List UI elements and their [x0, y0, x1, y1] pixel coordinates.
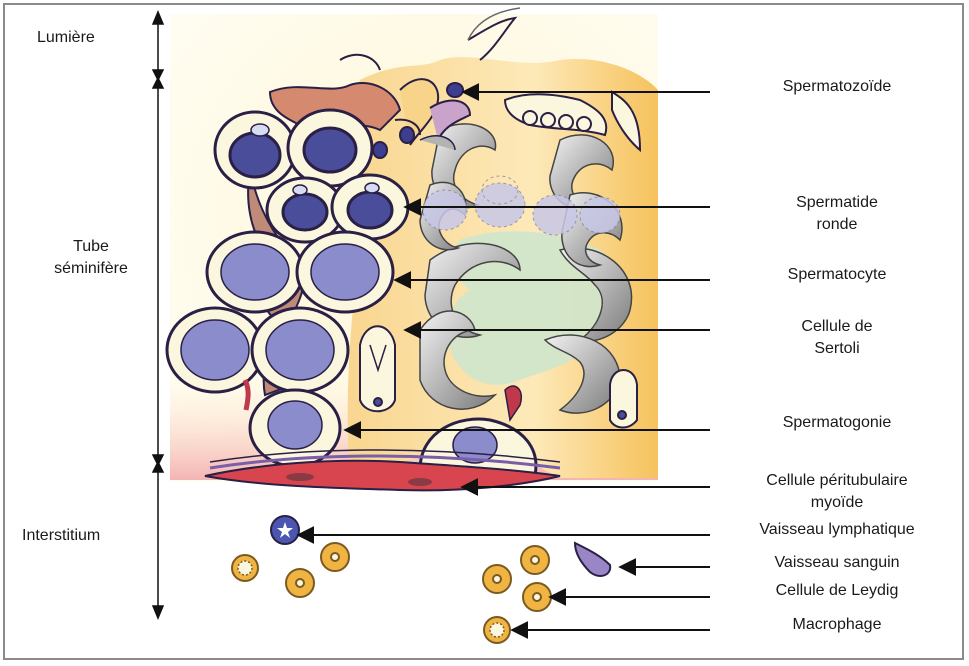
label-macrophage: Macrophage [722, 614, 952, 636]
region-label-lumen: Lumière [37, 27, 95, 49]
region-axis [153, 12, 163, 618]
peritubular-layer [205, 450, 560, 490]
leydig-cells [286, 543, 551, 611]
lymphatic-vessel [271, 516, 299, 544]
label-leydig: Cellule de Leydig [722, 580, 952, 602]
label-blood-vessel: Vaisseau sanguin [722, 552, 952, 574]
blood-vessel [575, 543, 610, 576]
label-spermatogonia: Spermatogonie [722, 412, 952, 434]
region-label-tubule: Tube séminifère [46, 236, 136, 280]
region-label-interstitium: Interstitium [22, 525, 100, 547]
label-sertoli: Cellule de Sertoli [722, 316, 952, 360]
label-round-spermatid: Spermatide ronde [722, 192, 952, 236]
label-spermatozoid: Spermatozoïde [722, 76, 952, 98]
label-peritubular: Cellule péritubulaire myoïde [722, 470, 952, 514]
macrophages [232, 555, 510, 643]
label-spermatocyte: Spermatocyte [722, 264, 952, 286]
label-lymphatic: Vaisseau lymphatique [722, 519, 952, 541]
